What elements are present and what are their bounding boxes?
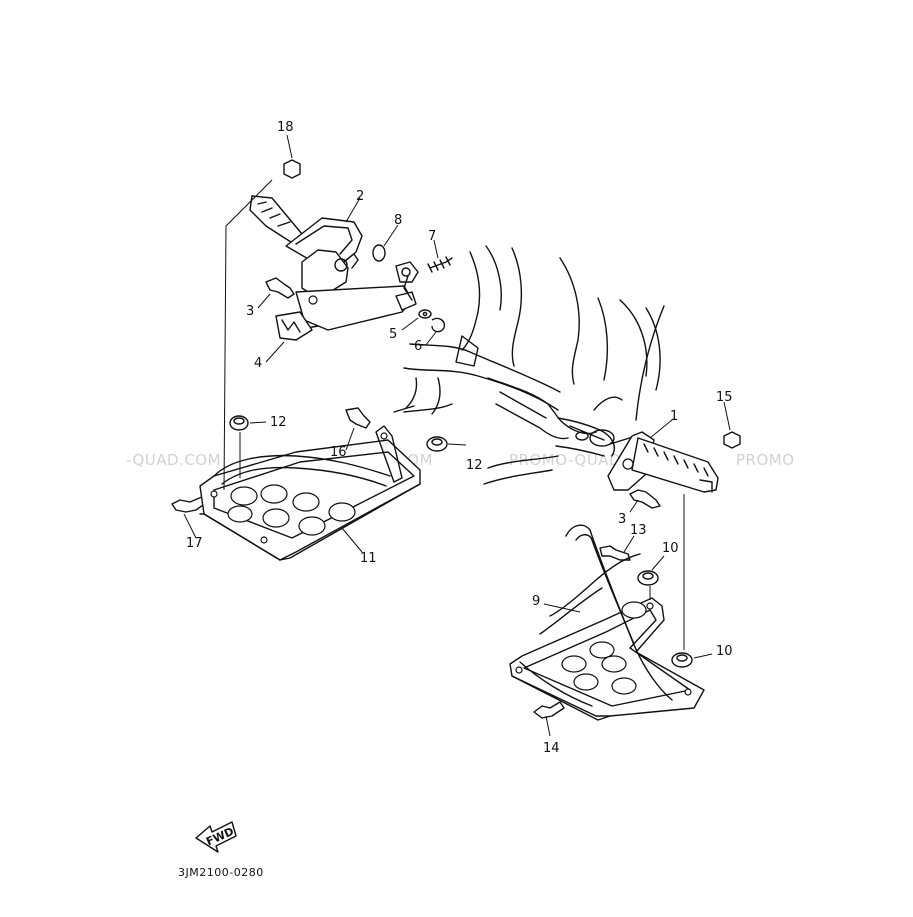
bolt-3a <box>265 277 295 299</box>
callout-label: 10 <box>662 541 679 556</box>
fwd-arrow-icon: FWD <box>195 821 237 853</box>
callout-label: 1 <box>670 409 678 424</box>
nut-15 <box>723 431 741 449</box>
right-footrest-guard <box>509 524 705 721</box>
right-foot-peg <box>607 431 719 493</box>
callout-label: 6 <box>414 339 422 354</box>
nut-18 <box>283 159 301 179</box>
callout-label: 8 <box>394 213 402 228</box>
drawing-code: 3JM2100-0280 <box>178 866 264 879</box>
collar-8 <box>372 244 386 262</box>
left-footrest-guard <box>199 425 421 561</box>
callout-label: 3 <box>618 512 626 527</box>
callout-label: 3 <box>246 304 254 319</box>
callout-label: 2 <box>356 189 364 204</box>
callout-label: 14 <box>543 741 560 756</box>
callout-label: 13 <box>630 523 647 538</box>
callout-label: 15 <box>716 390 733 405</box>
bolt-13 <box>599 545 631 561</box>
clip-6 <box>431 317 446 333</box>
brake-pedal-assembly <box>249 195 419 341</box>
callout-label: 9 <box>532 594 540 609</box>
watermark-text: PROMO <box>736 451 795 469</box>
callout-label: 11 <box>360 551 377 566</box>
callouts: 18 2 8 7 3 5 6 4 12 16 12 1 15 17 11 3 1… <box>186 120 733 756</box>
callout-label: 18 <box>277 120 294 135</box>
small-parts <box>171 159 741 719</box>
washer-5 <box>418 309 432 319</box>
vehicle-frame <box>393 245 665 485</box>
callout-label: 10 <box>716 644 733 659</box>
bolt-14 <box>533 701 565 719</box>
callout-label: 4 <box>254 356 262 371</box>
callout-label: 16 <box>330 445 347 460</box>
callout-label: 12 <box>466 458 483 473</box>
bolt-3b <box>629 489 661 509</box>
callout-label: 12 <box>270 415 287 430</box>
bolt-16 <box>345 407 371 429</box>
callout-label: 17 <box>186 536 203 551</box>
watermark-text: -QUAD.COM <box>126 451 221 469</box>
callout-label: 7 <box>428 229 436 244</box>
leader-lines <box>183 134 731 737</box>
callout-label: 5 <box>389 327 397 342</box>
